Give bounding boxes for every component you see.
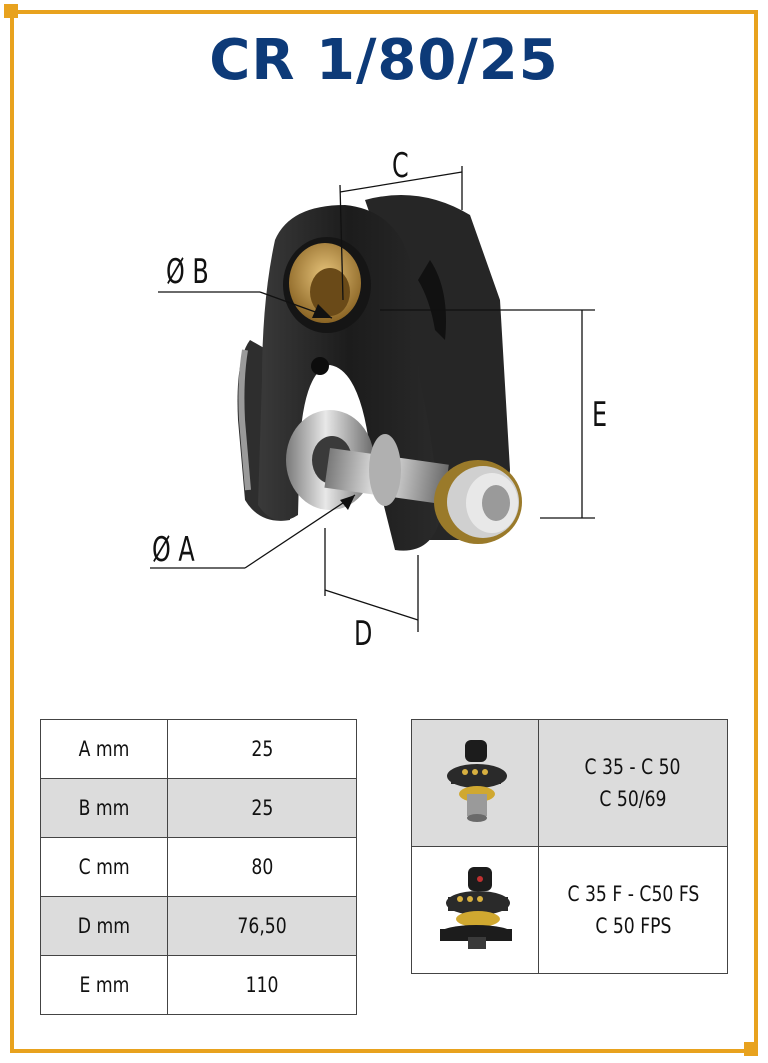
- spec-row-e: E mm 110: [40, 955, 357, 1015]
- dimension-label-c: C: [392, 146, 409, 186]
- rotator-compact-icon: [447, 739, 507, 822]
- pin-shaft: [286, 410, 449, 510]
- compat-row-1: C 35 - C 50 C 50/69: [411, 719, 728, 847]
- arrow-a-icon: [340, 495, 355, 510]
- compat-row-2: C 35 F - C50 FS C 50 FPS: [411, 846, 728, 974]
- spec-label: A mm: [78, 737, 130, 761]
- spec-label: C mm: [78, 855, 130, 879]
- spec-value: 80: [251, 855, 273, 879]
- page-title: CR 1/80/25: [209, 28, 559, 93]
- compatibility-table: C 35 - C 50 C 50/69 C 35 F - C50 FS C 50…: [411, 719, 728, 974]
- spec-label: E mm: [79, 973, 129, 997]
- compat-model-line2: C 50 FPS: [594, 914, 672, 938]
- spec-value: 25: [251, 737, 273, 761]
- specs-table: A mm 25 B mm 25 C mm 80 D mm 76,50 E mm …: [40, 719, 357, 1015]
- spec-row-c: C mm 80: [40, 837, 357, 897]
- frame-corner-bottom-right: [744, 1042, 758, 1056]
- page-frame: [10, 10, 758, 1053]
- spec-label: D mm: [77, 914, 131, 938]
- compat-model-line2: C 50/69: [599, 787, 667, 811]
- spec-label: B mm: [78, 796, 130, 820]
- compat-model-line1: C 35 - C 50: [585, 755, 681, 779]
- spec-value: 25: [251, 796, 273, 820]
- dimension-label-d: D: [354, 614, 373, 654]
- dimension-lines: [150, 166, 595, 632]
- spec-value: 110: [245, 973, 279, 997]
- dimension-label-e: E: [592, 395, 608, 435]
- spec-value: 76,50: [237, 914, 287, 938]
- frame-corner-top-left: [4, 4, 18, 18]
- nut-assembly: [434, 460, 522, 544]
- rotator-flanged-icon: [440, 866, 512, 949]
- spec-row-d: D mm 76,50: [40, 896, 357, 956]
- compat-model-line1: C 35 F - C50 FS: [567, 882, 699, 906]
- dimension-label-a: Ø A: [152, 530, 195, 570]
- link-drawing: [150, 166, 595, 632]
- spec-row-b: B mm 25: [40, 778, 357, 838]
- grease-hole: [311, 357, 329, 375]
- bronze-bushing: [283, 237, 371, 333]
- spec-row-a: A mm 25: [40, 719, 357, 779]
- dimension-label-b: Ø B: [166, 252, 209, 292]
- arrow-b-icon: [312, 304, 332, 318]
